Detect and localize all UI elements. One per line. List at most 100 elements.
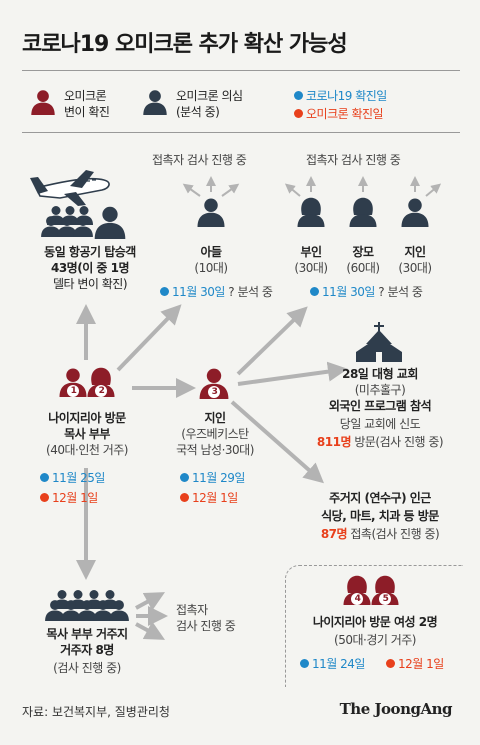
red-dot-icon xyxy=(386,659,395,668)
son-contact-testing-label: 접촉자 검사 진행 중 xyxy=(152,153,247,167)
passengers-title: 동일 항공기 탑승객 xyxy=(44,245,136,259)
church-title: 28일 대형 교회 xyxy=(342,367,418,381)
title-divider xyxy=(22,70,460,71)
couple-subtitle: 목사 부부 xyxy=(64,427,110,441)
church-location: (미추홀구) xyxy=(354,383,406,397)
acquaintance-icon xyxy=(199,368,229,399)
church-visitors-label: 당일 교회에 신도 xyxy=(339,417,421,431)
couple-omicron-date: 12월 1일 xyxy=(52,491,98,505)
residents-count: 거주자 8명 xyxy=(60,643,114,657)
couple-omicron-date-row: 12월 1일 xyxy=(40,490,98,506)
family-status: ? 분석 중 xyxy=(378,285,423,299)
couple-detail: (40대·인천 거주) xyxy=(46,443,128,457)
church-count: 811명 xyxy=(316,435,352,449)
church-program: 외국인 프로그램 참석 xyxy=(328,399,432,413)
legend-confirmed-icon xyxy=(31,90,55,115)
blue-dot-icon xyxy=(40,473,49,482)
badge-4: 4 xyxy=(354,594,361,604)
airplane-icon xyxy=(30,170,110,206)
red-dot-icon xyxy=(294,109,303,118)
legend-omicron-date: 오미크론 확진일 xyxy=(294,106,384,122)
church-count-suffix: 방문(검사 진행 중) xyxy=(354,435,444,449)
page-title: 코로나19 오미크론 추가 확산 가능성 xyxy=(22,32,348,57)
wife-age: (30대) xyxy=(294,261,328,275)
residents-crowd-icon xyxy=(45,590,129,621)
badge-5: 5 xyxy=(382,594,389,604)
women-dashed-frame xyxy=(285,565,463,687)
source-credit: 자료: 보건복지부, 질병관리청 xyxy=(22,705,170,719)
couple-title: 나이지리아 방문 xyxy=(48,411,126,425)
legend-suspected-icon xyxy=(143,90,167,115)
son-date-row: 11월 30일 ? 분석 중 xyxy=(160,284,273,300)
family-contact-testing-label: 접촉자 검사 진행 중 xyxy=(306,153,401,167)
legend-suspected-label-2: (분석 중) xyxy=(176,105,220,119)
badge-2: 2 xyxy=(98,386,105,396)
badge-1: 1 xyxy=(70,386,77,396)
acquaintance-detail-1: (우즈베키스탄 xyxy=(181,427,249,441)
passengers-note: 델타 변이 확진) xyxy=(52,277,128,291)
friend-icon xyxy=(401,198,429,227)
mother-in-law-icon xyxy=(349,197,377,227)
publisher-logo: The JoongAng xyxy=(339,700,453,718)
legend-covid-date: 코로나19 확진일 xyxy=(294,88,387,104)
badge-3: 3 xyxy=(211,387,218,397)
blue-dot-icon xyxy=(160,287,169,296)
legend-suspected-label-1: 오미크론 의심 xyxy=(176,89,243,103)
woman-5-icon xyxy=(371,575,399,605)
son-age: (10대) xyxy=(194,261,228,275)
red-dot-icon xyxy=(180,493,189,502)
blue-dot-icon xyxy=(294,91,303,100)
family-date: 11월 30일 xyxy=(322,285,375,299)
residence-contacts: 87명 접촉(검사 진행 중) xyxy=(300,526,460,542)
woman-4-icon xyxy=(343,575,371,605)
flow-arrows xyxy=(76,304,348,640)
legend-divider xyxy=(22,132,460,133)
family-date-row: 11월 30일 ? 분석 중 xyxy=(310,284,423,300)
residents-status: (검사 진행 중) xyxy=(53,661,121,675)
passenger-crowd-icon xyxy=(41,206,93,237)
son-date: 11월 30일 xyxy=(172,285,225,299)
residence-count-suffix: 접촉(검사 진행 중) xyxy=(350,527,440,541)
residence-title: 주거지 (연수구) 인근 xyxy=(329,491,431,505)
legend-covid-date-label: 코로나19 확진일 xyxy=(306,89,387,103)
blue-dot-icon xyxy=(300,659,309,668)
son-contact-rays xyxy=(182,176,240,197)
women-covid-date: 11월 24일 xyxy=(312,657,365,671)
legend-omicron-date-label: 오미크론 확진일 xyxy=(306,107,384,121)
pastor-icon xyxy=(59,368,87,397)
pastor-wife-icon xyxy=(87,367,115,397)
church-icon xyxy=(356,322,402,362)
acquaintance-covid-date: 11월 29일 xyxy=(192,471,245,485)
wife-name: 부인 xyxy=(300,245,322,259)
women-omicron-date: 12월 1일 xyxy=(398,657,444,671)
church-visitors: 811명 방문(검사 진행 중) xyxy=(300,434,460,450)
legend-confirmed-label-1: 오미크론 xyxy=(64,89,107,103)
women-omicron-date-row: 12월 1일 xyxy=(386,656,444,672)
wife-icon xyxy=(297,197,325,227)
legend-confirmed-label-2: 변이 확진 xyxy=(64,105,110,119)
son-status: ? 분석 중 xyxy=(228,285,273,299)
blue-dot-icon xyxy=(310,287,319,296)
son-icon xyxy=(197,198,225,227)
acquaintance-detail-2: 국적 남성·30대) xyxy=(176,443,254,457)
son-name: 아들 xyxy=(200,245,222,259)
family-contact-rays xyxy=(284,176,442,197)
friend-name: 지인 xyxy=(404,245,426,259)
acquaintance-omicron-date: 12월 1일 xyxy=(192,491,238,505)
mother-in-law-name: 장모 xyxy=(352,245,374,259)
acquaintance-covid-date-row: 11월 29일 xyxy=(180,470,245,486)
residents-contacts-label-2: 검사 진행 중 xyxy=(176,619,236,633)
residence-count: 87명 xyxy=(320,527,348,541)
women-title: 나이지리아 방문 여성 2명 xyxy=(312,615,438,629)
blue-dot-icon xyxy=(180,473,189,482)
mother-in-law-age: (60대) xyxy=(346,261,380,275)
couple-covid-date-row: 11월 25일 xyxy=(40,470,105,486)
residents-title: 목사 부부 거주지 xyxy=(46,627,128,641)
residents-contacts-label-1: 접촉자 xyxy=(176,603,208,617)
confirmed-passenger-icon xyxy=(94,206,126,239)
passengers-count: 43명(이 중 1명 xyxy=(50,261,130,275)
friend-age: (30대) xyxy=(398,261,432,275)
acquaintance-omicron-date-row: 12월 1일 xyxy=(180,490,238,506)
acquaintance-title: 지인 xyxy=(204,411,226,425)
